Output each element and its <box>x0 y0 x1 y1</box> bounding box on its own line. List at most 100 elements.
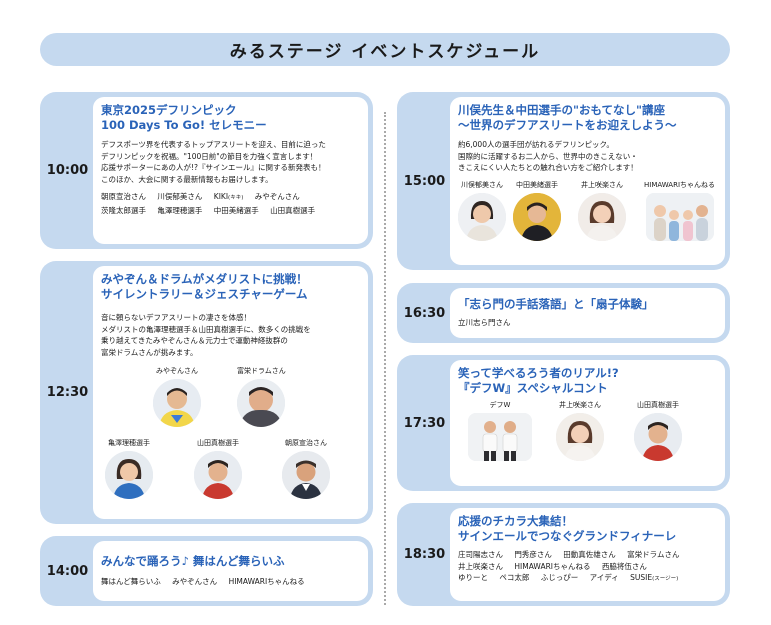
event-title-line: サインエールでつなぐグランドフィナーレ <box>458 529 677 543</box>
person-photo <box>194 451 242 499</box>
event-title-line: 100 Days To Go! セレモニー <box>101 118 267 132</box>
description-line: 約6,000人の選手団が訪れるデフリンピック。 <box>458 140 614 149</box>
performer-nakata: 中田美緒選手 <box>513 180 561 241</box>
performer-himawari: HIMAWARIちゃんねる <box>644 180 715 241</box>
event-title-line: 東京2025デフリンピック <box>101 103 237 117</box>
performer-name: 西脇将伍さん <box>601 561 647 571</box>
performer-label: HIMAWARIちゃんねる <box>644 180 716 189</box>
person-photo <box>578 192 626 241</box>
event-time: 12:30 <box>46 385 89 400</box>
event-title: 東京2025デフリンピック 100 Days To Go! セレモニー <box>101 103 360 133</box>
performer-inoue-2: 井上咲楽さん <box>556 400 604 461</box>
event-title-line: 応援のチカラ大集結！ <box>458 514 573 528</box>
performer-name: SUSIE <box>630 573 653 582</box>
description-line: 国際的に活躍するお二人から、世界中のきこえない・ <box>458 151 638 161</box>
description-line: 音に頼らないデフアスリートの凄さを体感！ <box>101 313 251 322</box>
person-photo <box>282 451 330 499</box>
event-title-line: 〜世界のデフアスリートをお迎えしよう〜 <box>458 118 677 132</box>
event-body: 川俣先生＆中田選手の"おもてなし"講座 〜世界のデフアスリートをお迎えしよう〜 … <box>450 97 725 265</box>
event-title: みんなで踊ろう♪ 舞はんど舞らいふ <box>101 554 360 569</box>
performer-name: 山田真樹選手 <box>270 205 316 215</box>
schedule-header: みるステージ イベントスケジュール <box>40 33 730 66</box>
event-body: 東京2025デフリンピック 100 Days To Go! セレモニー デフスポ… <box>93 97 368 244</box>
performer-kawamata: 川俣郁美さん <box>458 180 506 241</box>
performer-photos: みやぞんさん 富栄ドラムさん 亀澤理穂選手 山田真樹選手 <box>101 366 360 516</box>
event-title-line: 「志ら門の手話落語」と「扇子体験」 <box>458 297 654 311</box>
performer-miyazon: みやぞんさん <box>153 366 201 427</box>
description-line: 乗り越えてきたみやぞんさん＆元力士で運動神経抜群の <box>101 336 288 345</box>
event-title-line: 『デフW』スペシャルコント <box>458 381 608 395</box>
performer-label: 山田真樹選手 <box>197 439 239 447</box>
performer-reading: (キキ) <box>228 195 244 201</box>
event-title: 応援のチカラ大集結！ サインエールでつなぐグランドフィナーレ <box>458 514 717 544</box>
event-card-1830: 18:30 応援のチカラ大集結！ サインエールでつなぐグランドフィナーレ 庄司陽… <box>397 503 730 606</box>
event-title-line: 川俣先生＆中田選手の"おもてなし"講座 <box>458 103 666 117</box>
event-title-line: サイレントラリー＆ジェスチャーゲーム <box>101 287 308 301</box>
performer-name: 富栄ドラムさん <box>627 550 680 559</box>
event-time: 14:00 <box>46 563 89 579</box>
event-card-1400: 14:00 みんなで踊ろう♪ 舞はんど舞らいふ 舞はんど舞らいふ みやぞんさん … <box>40 536 373 606</box>
event-card-1500: 15:00 川俣先生＆中田選手の"おもてなし"講座 〜世界のデフアスリートをお迎… <box>397 92 730 270</box>
event-title: 「志ら門の手話落語」と「扇子体験」 <box>458 297 717 312</box>
performer-name: 茨隆太郎選手 <box>101 205 146 215</box>
person-photo <box>105 451 153 499</box>
performer-defw: デフW <box>468 400 532 461</box>
event-body: 応援のチカラ大集結！ サインエールでつなぐグランドフィナーレ 庄司陽志さん 門秀… <box>450 508 725 601</box>
event-card-1630: 16:30 「志ら門の手話落語」と「扇子体験」 立川志ら門さん <box>397 283 730 343</box>
event-title-line: みんなで踊ろう♪ 舞はんど舞らいふ <box>101 554 285 568</box>
description-line: 富栄ドラムさんが挑みます。 <box>101 347 198 357</box>
event-card-1000: 10:00 東京2025デフリンピック 100 Days To Go! セレモニ… <box>40 92 373 249</box>
performer-inoue: 井上咲楽さん <box>578 180 626 241</box>
event-card-1230: 12:30 みやぞん＆ドラムがメダリストに挑戦！ サイレントラリー＆ジェスチャー… <box>40 261 373 524</box>
performer-label: 井上咲楽さん <box>581 180 623 189</box>
performer-label: 亀澤理穂選手 <box>108 439 150 447</box>
performer-drum: 富栄ドラムさん <box>237 366 286 427</box>
group-photo <box>645 192 714 241</box>
performer-name: 田動真佐雄さん <box>563 550 616 559</box>
event-title-line: 笑って学べるろう者のリアル!? <box>458 366 619 380</box>
event-description: 約6,000人の選手団が訪れるデフリンピック。 国際的に活躍するお二人から、世界… <box>458 139 717 174</box>
performer-photos: 川俣郁美さん 中田美緒選手 井上咲楽さん HIMAWARIちゃんねる <box>458 180 717 250</box>
description-line: デフスポーツ界を代表するトップアスリートを迎え、目前に迫った <box>101 140 326 149</box>
performer-name: HIMAWARIちゃんねる <box>228 577 305 586</box>
person-photo <box>513 192 561 241</box>
performer-name: ゆりーと <box>458 573 488 582</box>
event-description: デフスポーツ界を代表するトップアスリートを迎え、目前に迫った デフリンピックを祝… <box>101 139 360 185</box>
performer-yamada-2: 山田真樹選手 <box>634 400 682 461</box>
description-line: メダリストの亀澤理穂選手＆山田真樹選手に、数多くの挑戦を <box>101 324 311 334</box>
performer-name: 亀澤理穂選手 <box>157 205 203 215</box>
performer-name: 中田美緒選手 <box>213 205 259 215</box>
event-time: 18:30 <box>403 547 446 562</box>
performer-name: 立川志ら門さん <box>458 318 511 327</box>
person-photo <box>634 413 682 461</box>
event-time: 17:30 <box>403 415 446 431</box>
performer-name: 門秀彦さん <box>514 550 552 559</box>
event-body: 「志ら門の手話落語」と「扇子体験」 立川志ら門さん <box>450 288 725 338</box>
performer-label: デフW <box>489 401 511 409</box>
performer-label: 川俣郁美さん <box>461 180 503 189</box>
performer-label: 山田真樹選手 <box>637 401 679 409</box>
person-photo <box>458 192 506 241</box>
description-line: このほか、大会に関する最新情報もお届けします。 <box>101 174 273 184</box>
performer-list: 庄司陽志さん 門秀彦さん 田動真佐雄さん 富栄ドラムさん 井上咲楽さん HIMA… <box>458 549 717 586</box>
performer-name: みやぞんさん <box>172 577 218 586</box>
event-description: 音に頼らないデフアスリートの凄さを体感！ メダリストの亀澤理穂選手＆山田真樹選手… <box>101 312 360 358</box>
performer-name: 井上咲楽さん <box>458 561 503 571</box>
performer-name: HIMAWARIちゃんねる <box>514 561 591 571</box>
event-title: 笑って学べるろう者のリアル!? 『デフW』スペシャルコント <box>458 366 717 396</box>
performer-list: 立川志ら門さん <box>458 317 717 329</box>
performer-name: 庄司陽志さん <box>458 550 503 559</box>
event-title: 川俣先生＆中田選手の"おもてなし"講座 〜世界のデフアスリートをお迎えしよう〜 <box>458 103 717 133</box>
schedule-title: みるステージ イベントスケジュール <box>229 42 541 62</box>
person-photo <box>556 413 604 461</box>
column-divider <box>384 112 386 605</box>
person-photo <box>153 379 201 427</box>
performer-label: 井上咲楽さん <box>559 401 601 409</box>
performer-name: KIKI <box>213 192 229 201</box>
event-body: みんなで踊ろう♪ 舞はんど舞らいふ 舞はんど舞らいふ みやぞんさん HIMAWA… <box>93 541 368 601</box>
performer-label: 中田美緒選手 <box>516 180 558 189</box>
performer-label: 朝原宣治さん <box>285 439 327 447</box>
event-title: みやぞん＆ドラムがメダリストに挑戦！ サイレントラリー＆ジェスチャーゲーム <box>101 272 360 302</box>
performer-yamada: 山田真樹選手 <box>194 438 242 499</box>
performer-kamezawa: 亀澤理穂選手 <box>105 438 153 499</box>
